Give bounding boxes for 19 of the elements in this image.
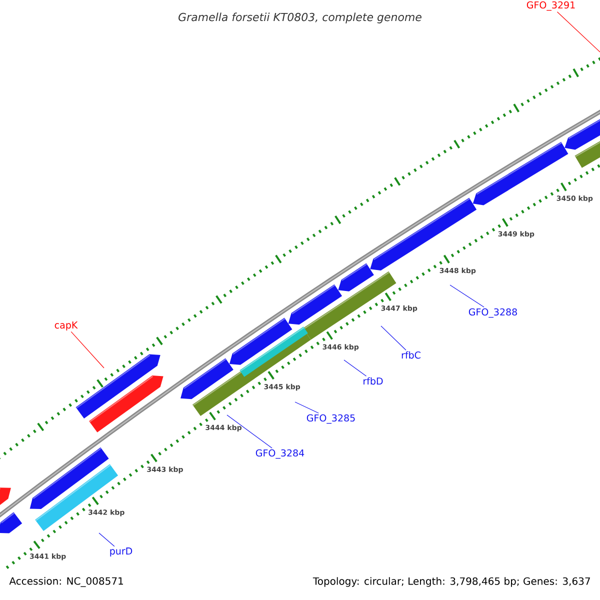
- gene-label: GFO_3284: [256, 449, 304, 459]
- leader-line: [98, 532, 115, 547]
- leader-line: [556, 12, 600, 52]
- gene-label: rfbD: [364, 377, 383, 385]
- leader-line: [344, 360, 367, 376]
- leader-line: [450, 284, 484, 308]
- title: Gramella forsetii KT0803, complete genome: [178, 12, 422, 24]
- gene-label: GFO_3285: [306, 414, 355, 424]
- gene-label: capK: [54, 322, 78, 330]
- leader-line: [226, 414, 272, 448]
- gene-label: GFO_3291: [526, 1, 575, 11]
- leader-line: [70, 331, 104, 368]
- genome-info-text: Topology: circular; Length: 3,798,465 bp; Genes: 3,637: [312, 577, 590, 587]
- leader-line: [380, 326, 406, 350]
- leader-line: [294, 402, 319, 414]
- gene-label: rfbC: [402, 351, 420, 359]
- accession-text: Accession: NC_008571: [9, 577, 123, 587]
- gene-label: GFO_3288: [468, 308, 517, 318]
- gene-label: purD: [110, 548, 132, 556]
